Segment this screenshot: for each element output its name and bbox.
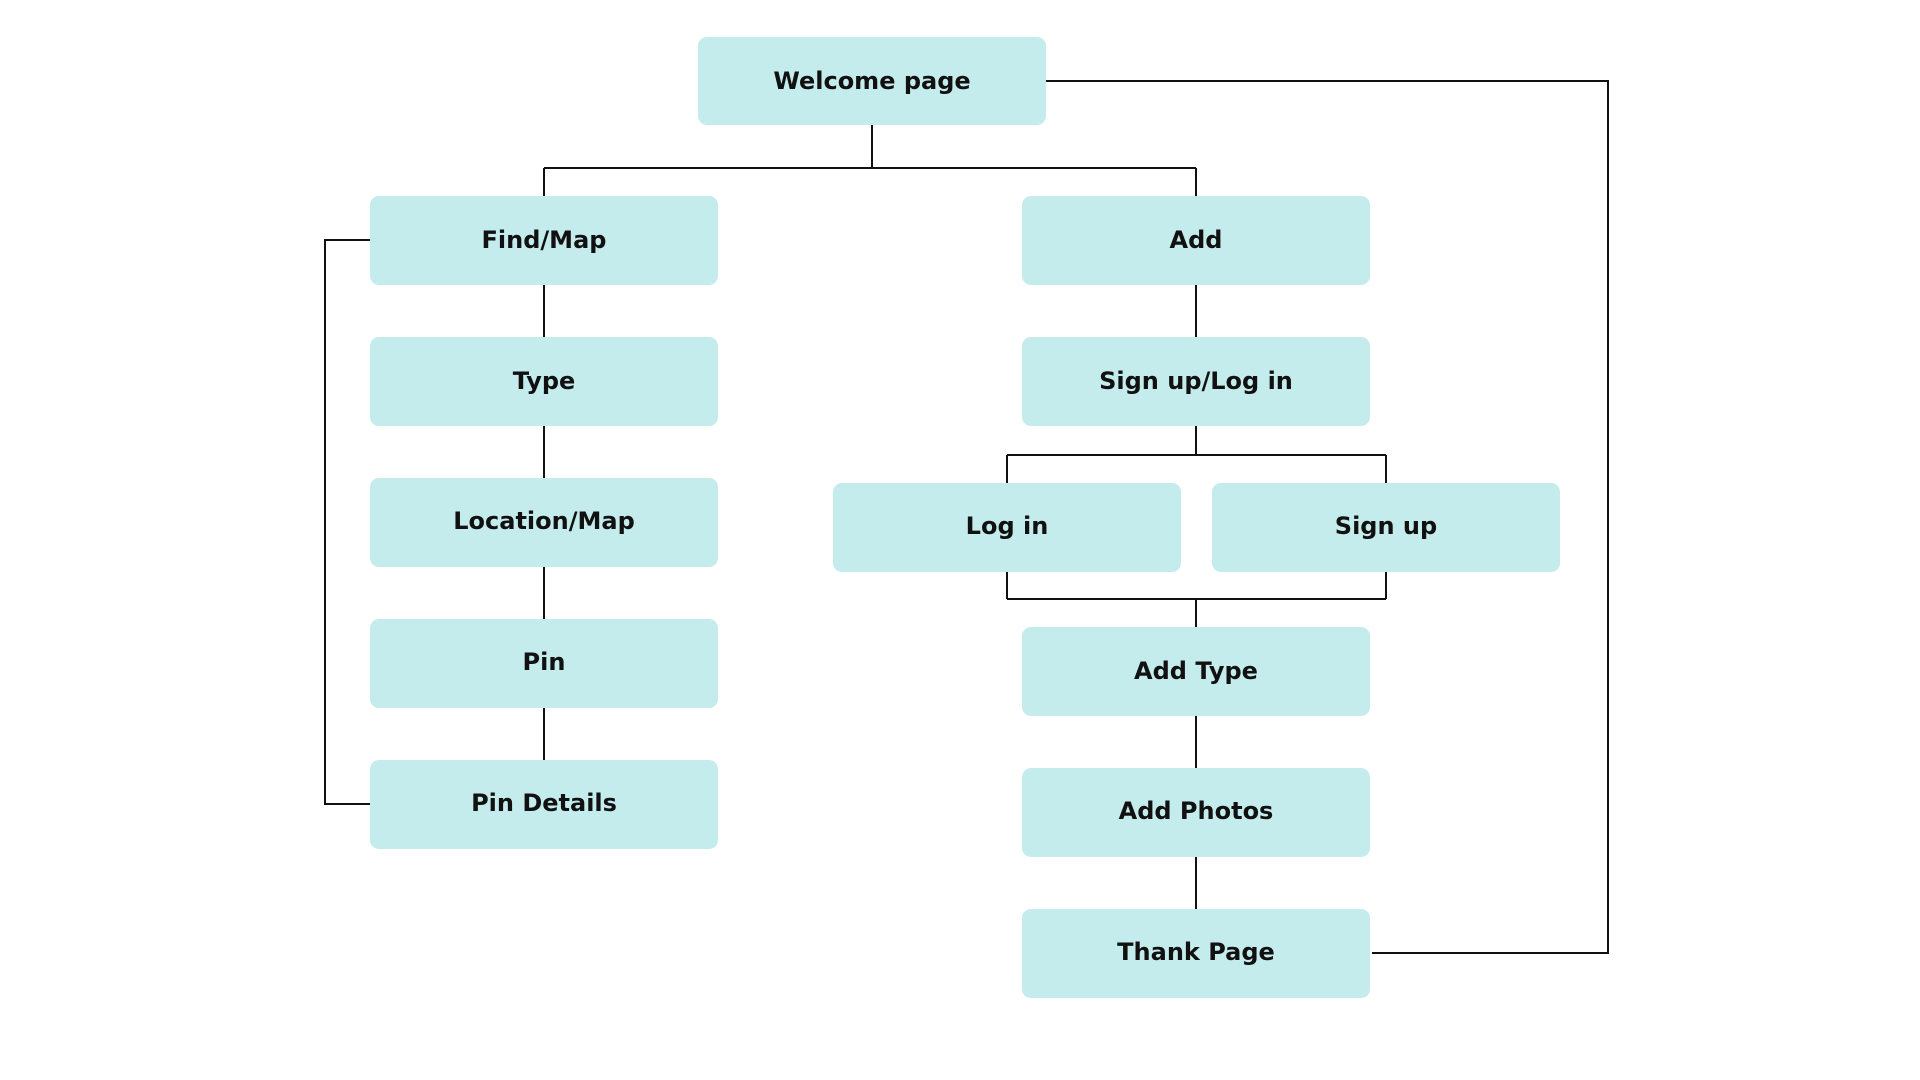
- connector-welcome-to-branches: [543, 125, 1197, 196]
- node-label: Add: [1170, 226, 1223, 254]
- node-type[interactable]: Type: [370, 337, 718, 426]
- node-label: Add Photos: [1119, 797, 1274, 825]
- node-label: Thank Page: [1117, 938, 1275, 966]
- node-label: Pin: [523, 648, 566, 676]
- connector-welcome-thank-loop: [1046, 80, 1609, 954]
- node-label: Find/Map: [482, 226, 607, 254]
- node-log-in[interactable]: Log in: [833, 483, 1181, 572]
- node-location-map[interactable]: Location/Map: [370, 478, 718, 567]
- node-label: Add Type: [1134, 657, 1258, 685]
- connector-signup-login-split: [1006, 426, 1387, 483]
- node-signup-login[interactable]: Sign up/Log in: [1022, 337, 1370, 426]
- node-label: Location/Map: [453, 507, 635, 535]
- node-find-map[interactable]: Find/Map: [370, 196, 718, 285]
- node-pin-details[interactable]: Pin Details: [370, 760, 718, 849]
- connectors: [324, 80, 1609, 954]
- node-label: Log in: [966, 512, 1049, 540]
- node-label: Sign up: [1335, 512, 1437, 540]
- connector-pin-details-find-loop: [324, 239, 370, 805]
- node-add-photos[interactable]: Add Photos: [1022, 768, 1370, 857]
- node-welcome-page[interactable]: Welcome page: [698, 37, 1046, 125]
- node-add-type[interactable]: Add Type: [1022, 627, 1370, 716]
- node-sign-up[interactable]: Sign up: [1212, 483, 1560, 572]
- node-label: Type: [513, 367, 576, 395]
- node-label: Pin Details: [471, 789, 617, 817]
- node-add[interactable]: Add: [1022, 196, 1370, 285]
- node-pin[interactable]: Pin: [370, 619, 718, 708]
- node-thank-page[interactable]: Thank Page: [1022, 909, 1370, 998]
- node-label: Sign up/Log in: [1099, 367, 1293, 395]
- node-label: Welcome page: [773, 67, 970, 95]
- connector-auth-merge: [1006, 572, 1387, 627]
